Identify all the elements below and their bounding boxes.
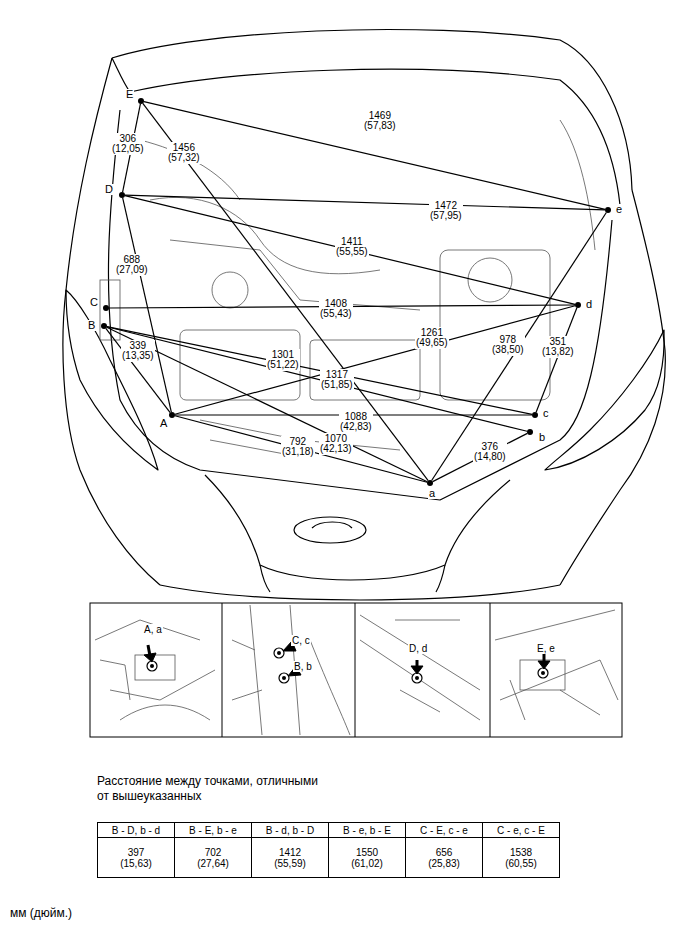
- table-title: Расстояние между точками, отличными от в…: [97, 774, 327, 804]
- dimension-line: [125, 195, 605, 210]
- dimension-value: 1411 (55,55): [335, 236, 369, 258]
- table-header-text: B - D, b - d: [112, 825, 160, 836]
- table-value: 656 (25,83): [428, 847, 460, 869]
- point-letter: d: [585, 299, 593, 310]
- dimension-value: 978 (38,50): [491, 334, 525, 356]
- table-cell: 656 (25,83): [405, 837, 483, 878]
- point-letter: B: [87, 320, 96, 331]
- callout-label: A, a: [143, 624, 163, 635]
- table-cell: 397 (15,63): [97, 837, 175, 878]
- table-header: B - E, b - e: [174, 822, 252, 838]
- table-value: 702 (27,64): [197, 847, 229, 869]
- table-value: 1412 (55,59): [274, 847, 306, 869]
- dimension-line: [107, 327, 428, 481]
- point-letter: e: [615, 204, 623, 215]
- dimension-line: [143, 103, 428, 480]
- table-header-text: C - E, c - e: [420, 825, 468, 836]
- table-header-text: B - E, b - e: [189, 825, 237, 836]
- dimension-value: 1301 (51,22): [266, 349, 300, 371]
- dimension-line: [432, 213, 607, 481]
- callout-label: D, d: [408, 643, 428, 654]
- callout-label: B, b: [293, 661, 313, 672]
- table-header: C - e, c - E: [482, 822, 560, 838]
- table-cell: 1550 (61,02): [328, 837, 406, 878]
- dimension-value: 1070 (42,13): [319, 433, 353, 455]
- table-header: C - E, c - e: [405, 822, 483, 838]
- table-header: B - e, b - E: [328, 822, 406, 838]
- dimension-value: 1317 (51,85): [320, 369, 354, 391]
- dimension-line: [175, 306, 575, 414]
- dimension-line: [107, 327, 532, 415]
- dimension-value: 688 (27,09): [115, 254, 149, 276]
- callout-label: C, c: [291, 635, 311, 646]
- dimension-line: [125, 196, 575, 305]
- measure-point: B: [101, 323, 107, 329]
- point-letter: c: [542, 408, 550, 419]
- point-letter: E: [125, 89, 134, 100]
- measure-point: b: [527, 429, 533, 435]
- point-letter: C: [89, 297, 99, 308]
- table-value: 1538 (60,55): [505, 847, 537, 869]
- table-cell: 1538 (60,55): [482, 837, 560, 878]
- dimension-line: [123, 198, 172, 412]
- dimension-line: [175, 416, 427, 482]
- point-letter: b: [538, 432, 546, 443]
- table-value: 1550 (61,02): [351, 847, 383, 869]
- dimension-value: 792 (31,18): [281, 436, 315, 458]
- measure-point: e: [605, 207, 611, 213]
- callout-label: E, e: [536, 643, 556, 654]
- dimension-line: [536, 308, 577, 412]
- dimension-value: 1408 (55,43): [319, 298, 353, 320]
- table-header: B - d, b - D: [251, 822, 329, 838]
- dimension-value: 1088 (42,83): [339, 411, 373, 433]
- dimension-line: [433, 433, 528, 481]
- table-value: 397 (15,63): [120, 847, 152, 869]
- table-header-text: B - e, b - E: [343, 825, 391, 836]
- measure-point: C: [103, 305, 109, 311]
- measure-point: a: [427, 480, 433, 486]
- point-letter: a: [428, 488, 436, 499]
- measure-point: D: [119, 192, 125, 198]
- table-header: B - D, b - d: [97, 822, 175, 838]
- table-cell: 1412 (55,59): [251, 837, 329, 878]
- dimension-value: 1261 (49,65): [415, 327, 449, 349]
- measure-point: c: [532, 412, 538, 418]
- table-header-text: B - d, b - D: [266, 825, 314, 836]
- dimension-line: [144, 102, 605, 210]
- measure-point: d: [575, 302, 581, 308]
- dimension-value: 351 (13,82): [541, 336, 575, 358]
- unit-note: мм (дюйм.): [10, 906, 72, 920]
- dimension-value: 1472 (57,95): [429, 200, 463, 222]
- dimension-value: 1469 (57,83): [363, 110, 397, 132]
- point-letter: D: [104, 184, 114, 195]
- table-header-text: C - e, c - E: [497, 825, 545, 836]
- dimension-value: 339 (13,35): [121, 340, 155, 362]
- measure-point: A: [169, 412, 175, 418]
- dimension-value: 1456 (57,32): [167, 142, 201, 164]
- dimension-value: 306 (12,05): [111, 133, 145, 155]
- table-cell: 702 (27,64): [174, 837, 252, 878]
- point-letter: A: [159, 418, 168, 429]
- measure-point: E: [138, 98, 144, 104]
- dimension-line: [106, 328, 170, 412]
- dimension-value: 376 (14,80): [473, 441, 507, 463]
